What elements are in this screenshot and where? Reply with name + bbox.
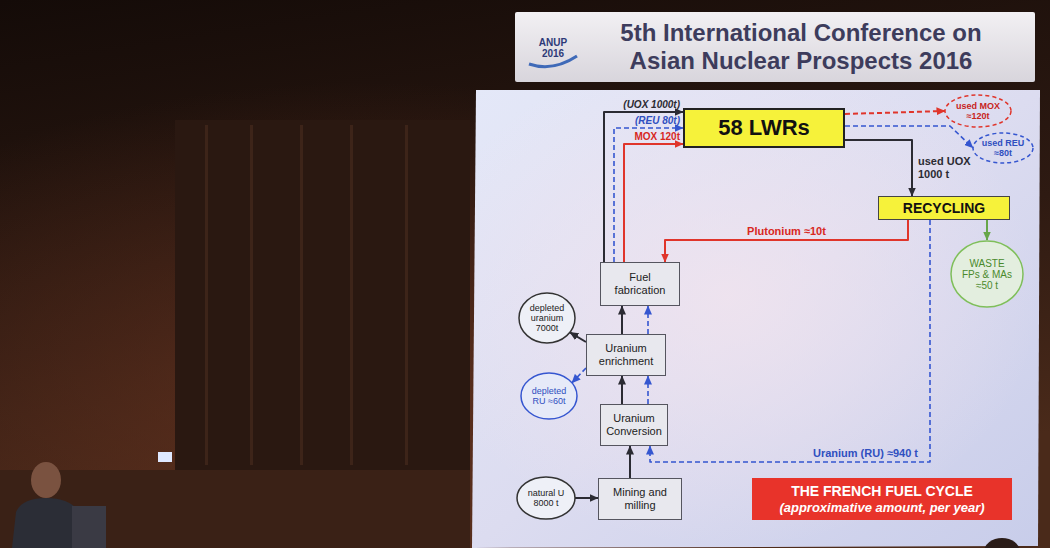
- panel-slat: [300, 125, 303, 465]
- flow-label: used UOX 1000 t: [918, 155, 980, 181]
- flow-arrow: [845, 140, 912, 196]
- node-text: 5th International Conference on Asian Nu…: [601, 19, 1001, 75]
- flow-arrow: [845, 126, 973, 148]
- ellipse-text: WASTE FPs & MAs ≈50 t: [960, 258, 1013, 291]
- process-box: Mining and milling: [598, 478, 682, 520]
- stock-ellipse: natural U 8000 t: [516, 476, 576, 520]
- ellipse-shape: [517, 477, 575, 519]
- flow-arrow: [986, 220, 988, 240]
- flow-label: (REU 80t): [635, 115, 680, 126]
- node-text: Uranium Conversion: [606, 412, 662, 437]
- wall-panel: [175, 120, 470, 470]
- node-text: natural U 8000 t: [524, 488, 567, 508]
- flow-arrow: [621, 376, 623, 404]
- flow-arrow: [647, 376, 649, 404]
- audience-head: [984, 538, 1020, 548]
- node-text: THE FRENCH FUEL CYCLE: [791, 483, 973, 500]
- waste-ellipse: WASTE FPs & MAs ≈50 t: [950, 240, 1024, 308]
- node-text: Mining and milling: [604, 486, 676, 511]
- ellipse-text: used MOX ≈120t: [954, 101, 1003, 121]
- process-box: Uranium Conversion: [600, 404, 668, 446]
- process-box: Fuel fabrication: [600, 262, 680, 306]
- slide-glow: [472, 90, 1040, 548]
- stock-ellipse: depleted uranium 7000t: [518, 292, 576, 344]
- ellipse-text: natural U 8000 t: [524, 488, 567, 508]
- reactor-box: 58 LWRs: [683, 108, 845, 148]
- panel-slat: [405, 125, 408, 465]
- node-text: used REU ≈80t: [981, 138, 1026, 158]
- presenter-head: [31, 462, 61, 498]
- node-text: RECYCLING: [903, 200, 985, 216]
- node-text: 58 LWRs: [718, 115, 810, 141]
- ellipse-text: used REU ≈80t: [981, 138, 1026, 158]
- flow-label: Uranium (RU) ≈940 t: [813, 447, 918, 460]
- ellipse-text: depleted uranium 7000t: [526, 303, 568, 333]
- node-text: depleted RU ≈60t: [528, 386, 570, 406]
- spent-fuel-ellipse: used MOX ≈120t: [944, 94, 1012, 128]
- process-box: Uranium enrichment: [586, 334, 666, 376]
- node-text: Uranium enrichment: [592, 342, 660, 367]
- flow-label: Plutonium ≈10t: [747, 225, 826, 238]
- flow-label: (UOX 1000t): [623, 99, 680, 110]
- flow-arrow: [575, 497, 598, 499]
- node-text: ANUP 2016: [527, 37, 579, 59]
- flow-arrow: [621, 306, 623, 334]
- flow-arrow: [647, 306, 649, 334]
- title-box: THE FRENCH FUEL CYCLE(approximative amou…: [752, 478, 1012, 520]
- flow-arrow: [570, 332, 586, 342]
- banner-text: 5th International Conference on Asian Nu…: [601, 12, 1001, 82]
- flow-arrow: [650, 220, 930, 462]
- stock-ellipse: depleted RU ≈60t: [520, 372, 578, 420]
- node-text: Fuel fabrication: [606, 271, 674, 296]
- laptop-light: [158, 452, 172, 462]
- panel-slat: [205, 125, 208, 465]
- panel-slat: [350, 125, 353, 465]
- conference-banner: 5th International Conference on Asian Nu…: [515, 12, 1035, 82]
- flow-arrow: [665, 220, 908, 262]
- node-text: (approximative amount, per year): [779, 500, 984, 516]
- node-text: depleted uranium 7000t: [526, 303, 568, 333]
- flow-arrow: [614, 128, 683, 262]
- stage-floor: [0, 470, 470, 548]
- ellipse-shape: [973, 133, 1033, 163]
- node-text: used MOX ≈120t: [954, 101, 1003, 121]
- flow-label: MOX 120t: [634, 131, 680, 142]
- ellipse-shape: [519, 293, 575, 343]
- process-box: RECYCLING: [878, 196, 1010, 220]
- panel-slat: [250, 125, 253, 465]
- conference-logo: ANUP 2016: [527, 28, 579, 68]
- flow-arrow: [629, 446, 631, 478]
- projected-slide: [472, 90, 1040, 548]
- ellipse-shape: [521, 373, 577, 419]
- ellipse-shape: [945, 95, 1011, 127]
- lectern: [72, 506, 106, 548]
- ellipse-shape: [951, 241, 1023, 307]
- node-text: WASTE FPs & MAs ≈50 t: [960, 258, 1013, 291]
- flow-arrow: [845, 111, 945, 114]
- flow-arrow: [572, 368, 586, 383]
- ellipse-text: depleted RU ≈60t: [528, 386, 570, 406]
- spent-fuel-ellipse: used REU ≈80t: [972, 132, 1034, 164]
- flow-arrow: [624, 144, 683, 262]
